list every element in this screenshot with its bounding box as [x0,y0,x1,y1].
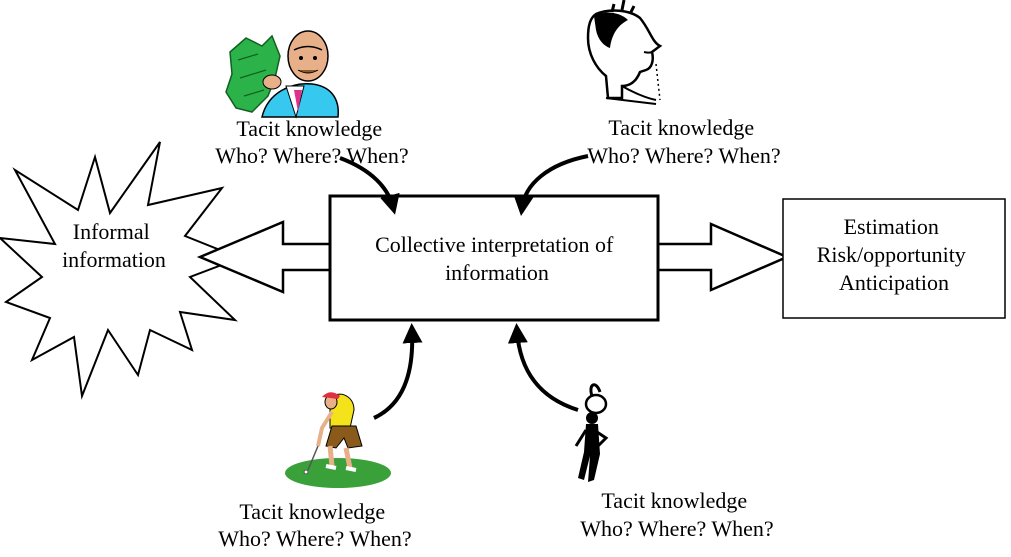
tacit-label-top-left: Tacit knowledge Who? Where? When? [215,116,408,168]
golfer-icon [285,392,391,488]
output-box [782,198,1006,319]
tacit-label-bottom-right: Tacit knowledge Who? Where? When? [580,488,773,541]
burst-label: Informal information [62,219,166,272]
thinking-man-icon [586,0,663,105]
thinker-silhouette-icon [574,383,609,482]
center-box [328,194,660,322]
arrow-bottom-left [373,323,423,420]
tacit-label-bottom-left: Tacit knowledge Who? Where? When? [218,499,411,551]
double-arrow [196,220,332,294]
arrow-top-right [513,154,589,216]
center-box-label: Collective interpretation of information [375,232,619,285]
right-arrow [656,222,791,292]
burst-shape [0,141,243,400]
output-box-label: Estimation Risk/opportunity Anticipation [817,214,972,295]
tacit-label-top-right: Tacit knowledge Who? Where? When? [587,115,780,168]
money-man-icon [225,30,339,119]
arrow-bottom-right [507,323,579,412]
arrow-top-left [339,156,400,215]
